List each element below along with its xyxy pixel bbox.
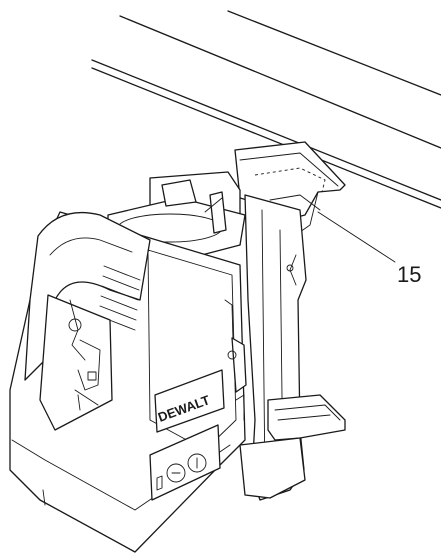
grip-ribs: [98, 265, 141, 331]
callout-number: 15: [397, 262, 421, 287]
mode-button-icon: [166, 463, 186, 483]
mounting-plate: [239, 194, 346, 501]
mounting-rail: [91, 10, 441, 209]
control-panel: [149, 424, 221, 501]
indicator-icon: [156, 475, 163, 491]
callout-15: 15: [317, 211, 421, 287]
power-button-icon: [187, 453, 207, 473]
